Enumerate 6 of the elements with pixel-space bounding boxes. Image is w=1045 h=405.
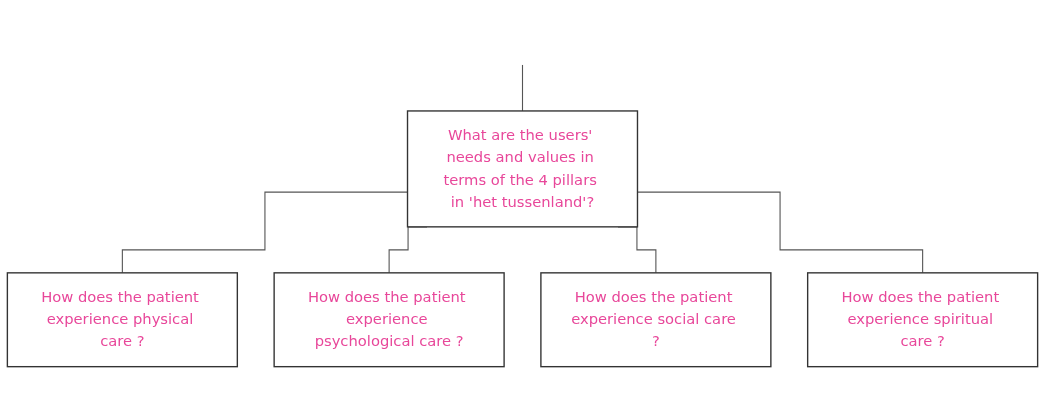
- connector: [521, 64, 524, 112]
- node-box: How does the patient experience physical care ?: [6, 272, 239, 368]
- node-box: How does the patient experience social care ?: [540, 272, 772, 368]
- node-box: How does the patient experience spiritual care ?: [806, 272, 1039, 368]
- node-box: How does the patient experience psychological care ?: [273, 272, 505, 368]
- node-box: What are the users' needs and values in terms of the 4 pillars in 'het tussenland'?: [406, 110, 639, 229]
